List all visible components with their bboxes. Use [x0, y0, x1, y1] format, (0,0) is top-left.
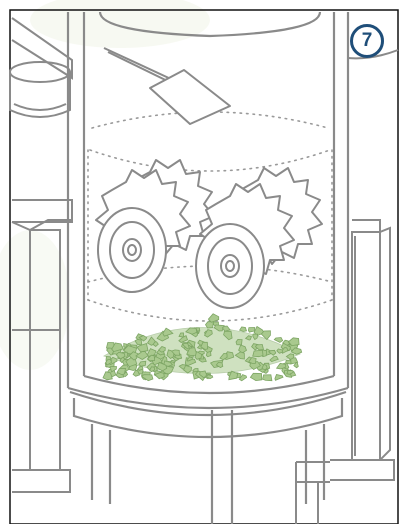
step-number-badge: 7 [350, 24, 384, 58]
granule [253, 350, 263, 357]
granule [206, 351, 211, 356]
granule [286, 360, 291, 364]
granule [236, 339, 242, 345]
granule [263, 375, 272, 381]
granule [248, 328, 254, 333]
granule [206, 322, 214, 328]
